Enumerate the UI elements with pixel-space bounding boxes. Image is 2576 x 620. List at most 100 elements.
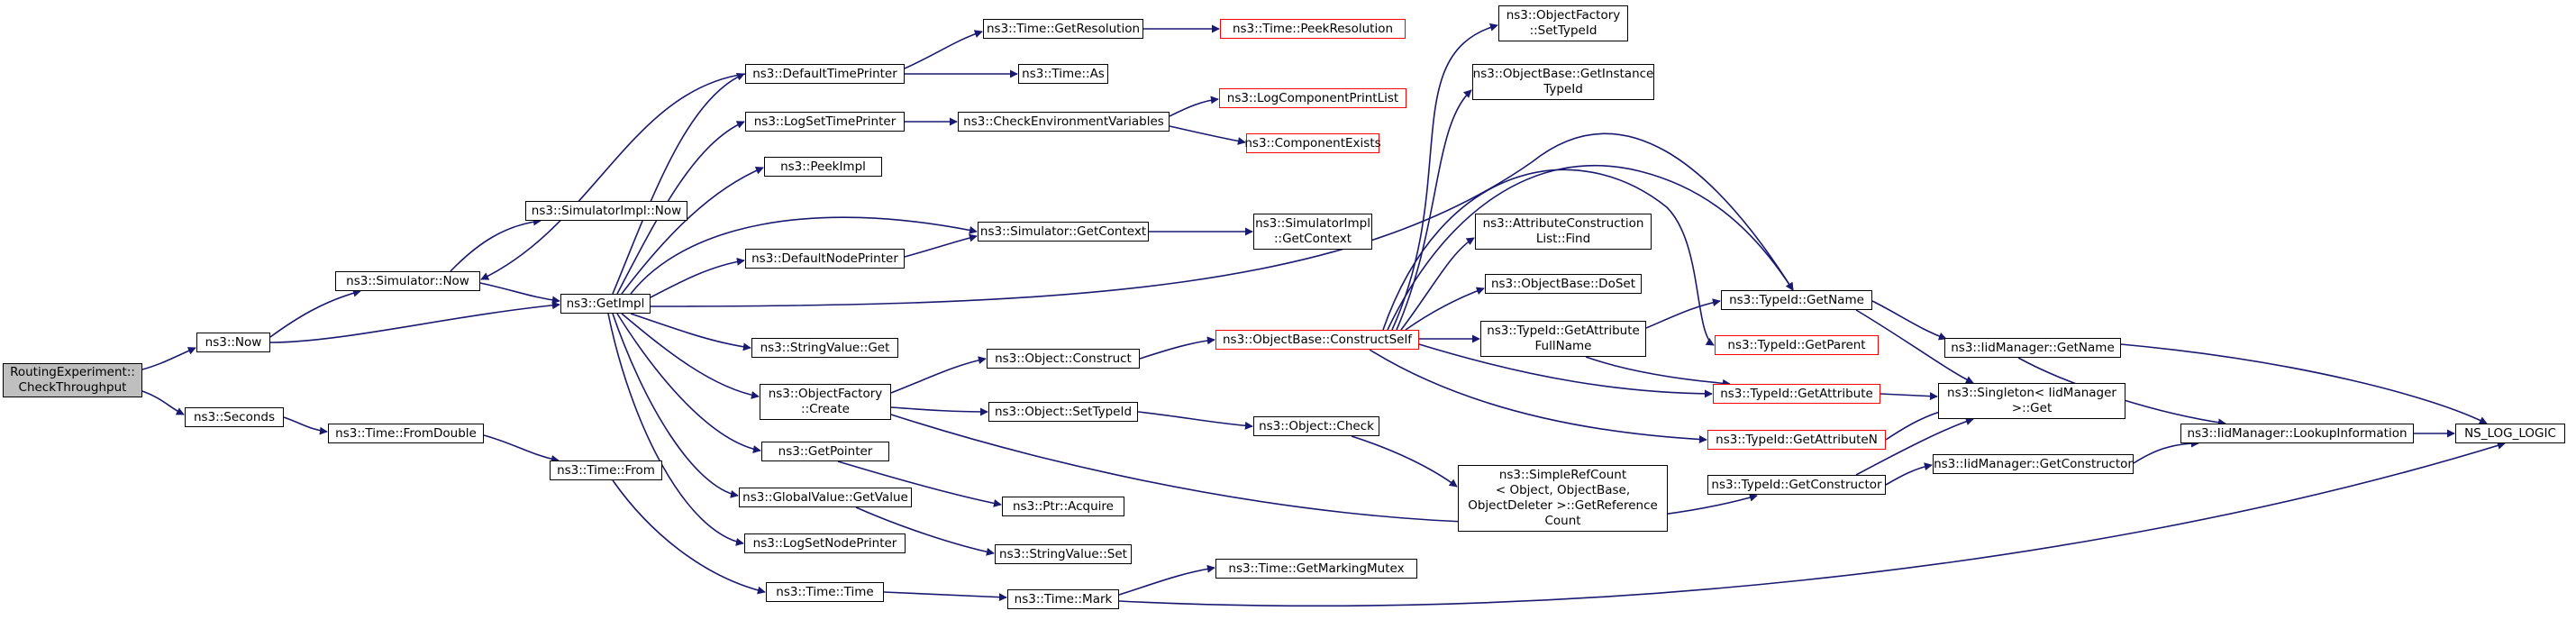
node-iidmanager-lookupinformation[interactable]: ns3::IidManager::LookupInformation — [2180, 424, 2414, 443]
node-iidmanager-getconstructor[interactable]: ns3::IidManager::GetConstructor — [1933, 454, 2134, 474]
node-objectfactory-create[interactable]: ns3::ObjectFactory ::Create — [760, 384, 891, 420]
node-simulator-now[interactable]: ns3::Simulator::Now — [335, 271, 480, 291]
edge-typeid-getconstructor-iidmanager-getconstructor — [1885, 462, 1933, 486]
node-objectfactory-settypeid[interactable]: ns3::ObjectFactory ::SetTypeId — [1498, 5, 1628, 41]
node-time-as[interactable]: ns3::Time::As — [1018, 64, 1108, 84]
edge-now-getimpl — [269, 301, 560, 343]
edge-globalvalue-getvalue-stringvalue-set — [855, 506, 995, 556]
node-seconds[interactable]: ns3::Seconds — [185, 407, 284, 427]
edge-getimpl-objectfactory-create — [621, 313, 760, 399]
node-simulatorimpl-now[interactable]: ns3::SimulatorImpl::Now — [525, 201, 687, 221]
edge-time-mark-time-getmarkingmutex — [1118, 564, 1215, 596]
node-object-settypeid[interactable]: ns3::Object::SetTypeId — [988, 402, 1138, 422]
node-typeid-getparent[interactable]: ns3::TypeId::GetParent — [1715, 335, 1879, 355]
edge-typeid-getattributen-singleton-get — [1885, 407, 1947, 441]
edge-typeid-getconstructor-singleton-get — [1855, 417, 1974, 476]
edge-object-settypeid-object-check — [1137, 411, 1253, 430]
edge-simulator-now-simulatorimpl-now — [450, 217, 542, 272]
node-time-mark[interactable]: ns3::Time::Mark — [1007, 589, 1119, 609]
edge-getimpl-stringvalue-get — [630, 313, 751, 351]
edge-seconds-time-fromdouble — [283, 416, 328, 435]
edge-time-mark-ns-log-logic — [1118, 442, 2506, 607]
node-time-peekresolution[interactable]: ns3::Time::PeekResolution — [1220, 19, 1406, 39]
node-component-exists[interactable]: ns3::ComponentExists — [1244, 133, 1381, 153]
edge-typeid-getname-singleton-get — [1855, 309, 1974, 384]
edge-getimpl-log-set-time-printer — [616, 121, 745, 295]
edge-default-time-printer-time-getresolution — [904, 30, 983, 69]
node-time-from[interactable]: ns3::Time::From — [550, 460, 662, 480]
node-default-time-printer[interactable]: ns3::DefaultTimePrinter — [745, 64, 905, 84]
edge-constructself-attr-construction-list-find — [1400, 237, 1475, 331]
edge-getattributefullname-typeid-getname — [1645, 298, 1721, 329]
node-log-set-node-printer[interactable]: ns3::LogSetNodePrinter — [744, 533, 906, 553]
node-iidmanager-getname[interactable]: ns3::IidManager::GetName — [1944, 338, 2121, 358]
node-object-construct[interactable]: ns3::Object::Construct — [987, 349, 1140, 369]
node-time-fromdouble[interactable]: ns3::Time::FromDouble — [328, 424, 484, 443]
node-attribute-construction-list-find[interactable]: ns3::AttributeConstruction List::Find — [1475, 214, 1652, 250]
edge-typeid-getattribute-singleton-get — [1880, 392, 1938, 401]
node-singleton-iidmanager-get[interactable]: ns3::Singleton< IidManager >::Get — [1938, 383, 2125, 419]
node-getimpl[interactable]: ns3::GetImpl — [560, 294, 651, 314]
node-check-environment-variables[interactable]: ns3::CheckEnvironmentVariables — [958, 112, 1170, 132]
edge-constructself-objectbase-getinstancetypeid — [1396, 89, 1472, 331]
edge-constructself-typeid-getattributen — [1369, 349, 1707, 444]
node-object-check[interactable]: ns3::Object::Check — [1253, 416, 1379, 436]
edge-getimpl-getpointer — [616, 313, 761, 453]
node-simulator-getcontext[interactable]: ns3::Simulator::GetContext — [978, 222, 1149, 242]
edge-iidmanager-getconstructor-lookupinformation — [2133, 439, 2199, 464]
edge-constructself-objectfactory-settypeid — [1391, 23, 1498, 331]
edge-time-time-time-mark — [883, 591, 1007, 602]
node-simplerefcount-getreferencecount[interactable]: ns3::SimpleRefCount < Object, ObjectBase… — [1458, 465, 1668, 532]
edge-check-env-component-exists — [1169, 125, 1246, 145]
edge-getimpl-typeid-getname — [650, 132, 1794, 307]
edge-getimpl-log-set-node-printer — [607, 313, 744, 546]
node-log-component-print-list[interactable]: ns3::LogComponentPrintList — [1219, 88, 1406, 108]
edge-getattributefullname-typeid-getattribute — [1585, 356, 1731, 388]
node-typeid-getattributefullname[interactable]: ns3::TypeId::GetAttribute FullName — [1480, 321, 1646, 357]
node-routing-experiment-check-throughput[interactable]: RoutingExperiment:: CheckThroughput — [3, 363, 142, 397]
node-time-getresolution[interactable]: ns3::Time::GetResolution — [983, 19, 1143, 39]
edge-now-simulator-now — [269, 288, 361, 338]
node-ns-log-logic[interactable]: NS_LOG_LOGIC — [2455, 424, 2565, 443]
node-getpointer[interactable]: ns3::GetPointer — [761, 442, 889, 461]
node-time-time[interactable]: ns3::Time::Time — [766, 582, 884, 602]
node-log-set-time-printer[interactable]: ns3::LogSetTimePrinter — [745, 112, 905, 132]
node-now[interactable]: ns3::Now — [196, 333, 270, 352]
edge-time-from-time-time — [612, 479, 766, 595]
edge-constructself-objectbase-doset — [1405, 287, 1485, 331]
edge-object-construct-objectbase-constructself — [1139, 336, 1215, 360]
node-simulatorimpl-getcontext[interactable]: ns3::SimulatorImpl ::GetContext — [1253, 214, 1372, 250]
node-stringvalue-set[interactable]: ns3::StringValue::Set — [995, 544, 1132, 564]
node-objectbase-getinstancetypeid[interactable]: ns3::ObjectBase::GetInstance TypeId — [1472, 64, 1654, 100]
edge-root-seconds — [141, 390, 185, 415]
edge-root-now — [141, 347, 196, 370]
node-objectbase-constructself[interactable]: ns3::ObjectBase::ConstructSelf — [1215, 330, 1419, 350]
node-peekimpl[interactable]: ns3::PeekImpl — [764, 157, 882, 177]
edge-constructself-typeid-getparent — [1382, 169, 1715, 346]
edge-default-time-printer-simulator-now — [480, 73, 746, 280]
edge-typeid-getname-iidmanager-getname — [1871, 300, 1947, 341]
edge-check-env-log-component-print-list — [1169, 96, 1219, 117]
node-globalvalue-getvalue[interactable]: ns3::GlobalValue::GetValue — [739, 488, 912, 507]
edge-getimpl-simulator-getcontext — [630, 216, 978, 295]
edge-getimpl-globalvalue-getvalue — [612, 313, 739, 498]
node-typeid-getconstructor[interactable]: ns3::TypeId::GetConstructor — [1707, 475, 1886, 495]
node-objectbase-doset[interactable]: ns3::ObjectBase::DoSet — [1485, 274, 1642, 294]
node-time-getmarkingmutex[interactable]: ns3::Time::GetMarkingMutex — [1215, 559, 1417, 579]
edge-object-check-simplerefcount — [1351, 435, 1458, 488]
edge-default-node-printer-simulator-getcontext — [904, 233, 978, 258]
node-ptr-acquire[interactable]: ns3::Ptr::Acquire — [1002, 497, 1124, 516]
edge-getimpl-default-time-printer — [612, 73, 745, 295]
edge-constructself-typeid-getattribute — [1418, 343, 1713, 398]
node-typeid-getattributen[interactable]: ns3::TypeId::GetAttributeN — [1707, 430, 1886, 450]
edge-getimpl-peekimpl — [621, 166, 764, 295]
node-stringvalue-get[interactable]: ns3::StringValue::Get — [751, 338, 898, 358]
node-typeid-getname[interactable]: ns3::TypeId::GetName — [1721, 290, 1872, 310]
edge-iidmanager-getname-ns-log-logic — [2120, 343, 2488, 424]
node-typeid-getattribute[interactable]: ns3::TypeId::GetAttribute — [1713, 384, 1880, 404]
edge-getpointer-ptr-acquire — [837, 460, 1002, 507]
node-default-node-printer[interactable]: ns3::DefaultNodePrinter — [745, 249, 905, 269]
edge-objectfactory-create-object-settypeid — [890, 406, 988, 416]
